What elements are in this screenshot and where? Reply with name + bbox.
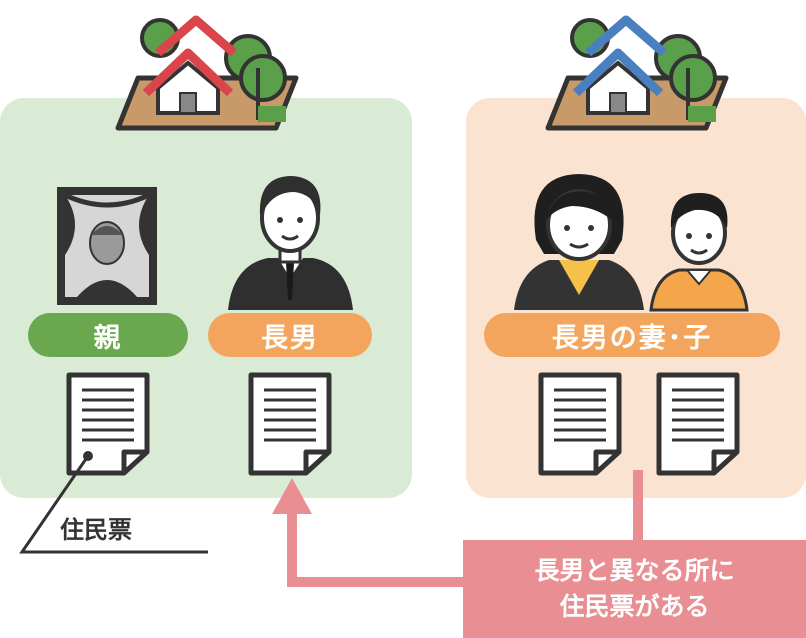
document-icon bbox=[656, 372, 740, 476]
woman-icon bbox=[514, 174, 644, 310]
document-icon bbox=[66, 372, 150, 476]
man-icon bbox=[228, 176, 353, 310]
callout-box: 長男と異なる所に 住民票がある bbox=[463, 540, 806, 638]
document-icon bbox=[248, 372, 332, 476]
resident-record-label: 住民票 bbox=[60, 516, 132, 544]
callout-line-2: 住民票がある bbox=[559, 592, 710, 621]
label-wife-and-child: 長男の妻･子 bbox=[484, 313, 780, 357]
label-eldest-son: 長男 bbox=[208, 313, 372, 357]
boy-icon bbox=[649, 192, 749, 312]
callout-line-1: 長男と異なる所に bbox=[534, 556, 735, 585]
label-parent: 親 bbox=[28, 313, 188, 357]
house-red-roof-icon bbox=[115, 15, 299, 131]
memorial-portrait-icon bbox=[57, 187, 157, 305]
house-blue-roof-icon bbox=[545, 15, 729, 131]
document-icon bbox=[538, 372, 622, 476]
